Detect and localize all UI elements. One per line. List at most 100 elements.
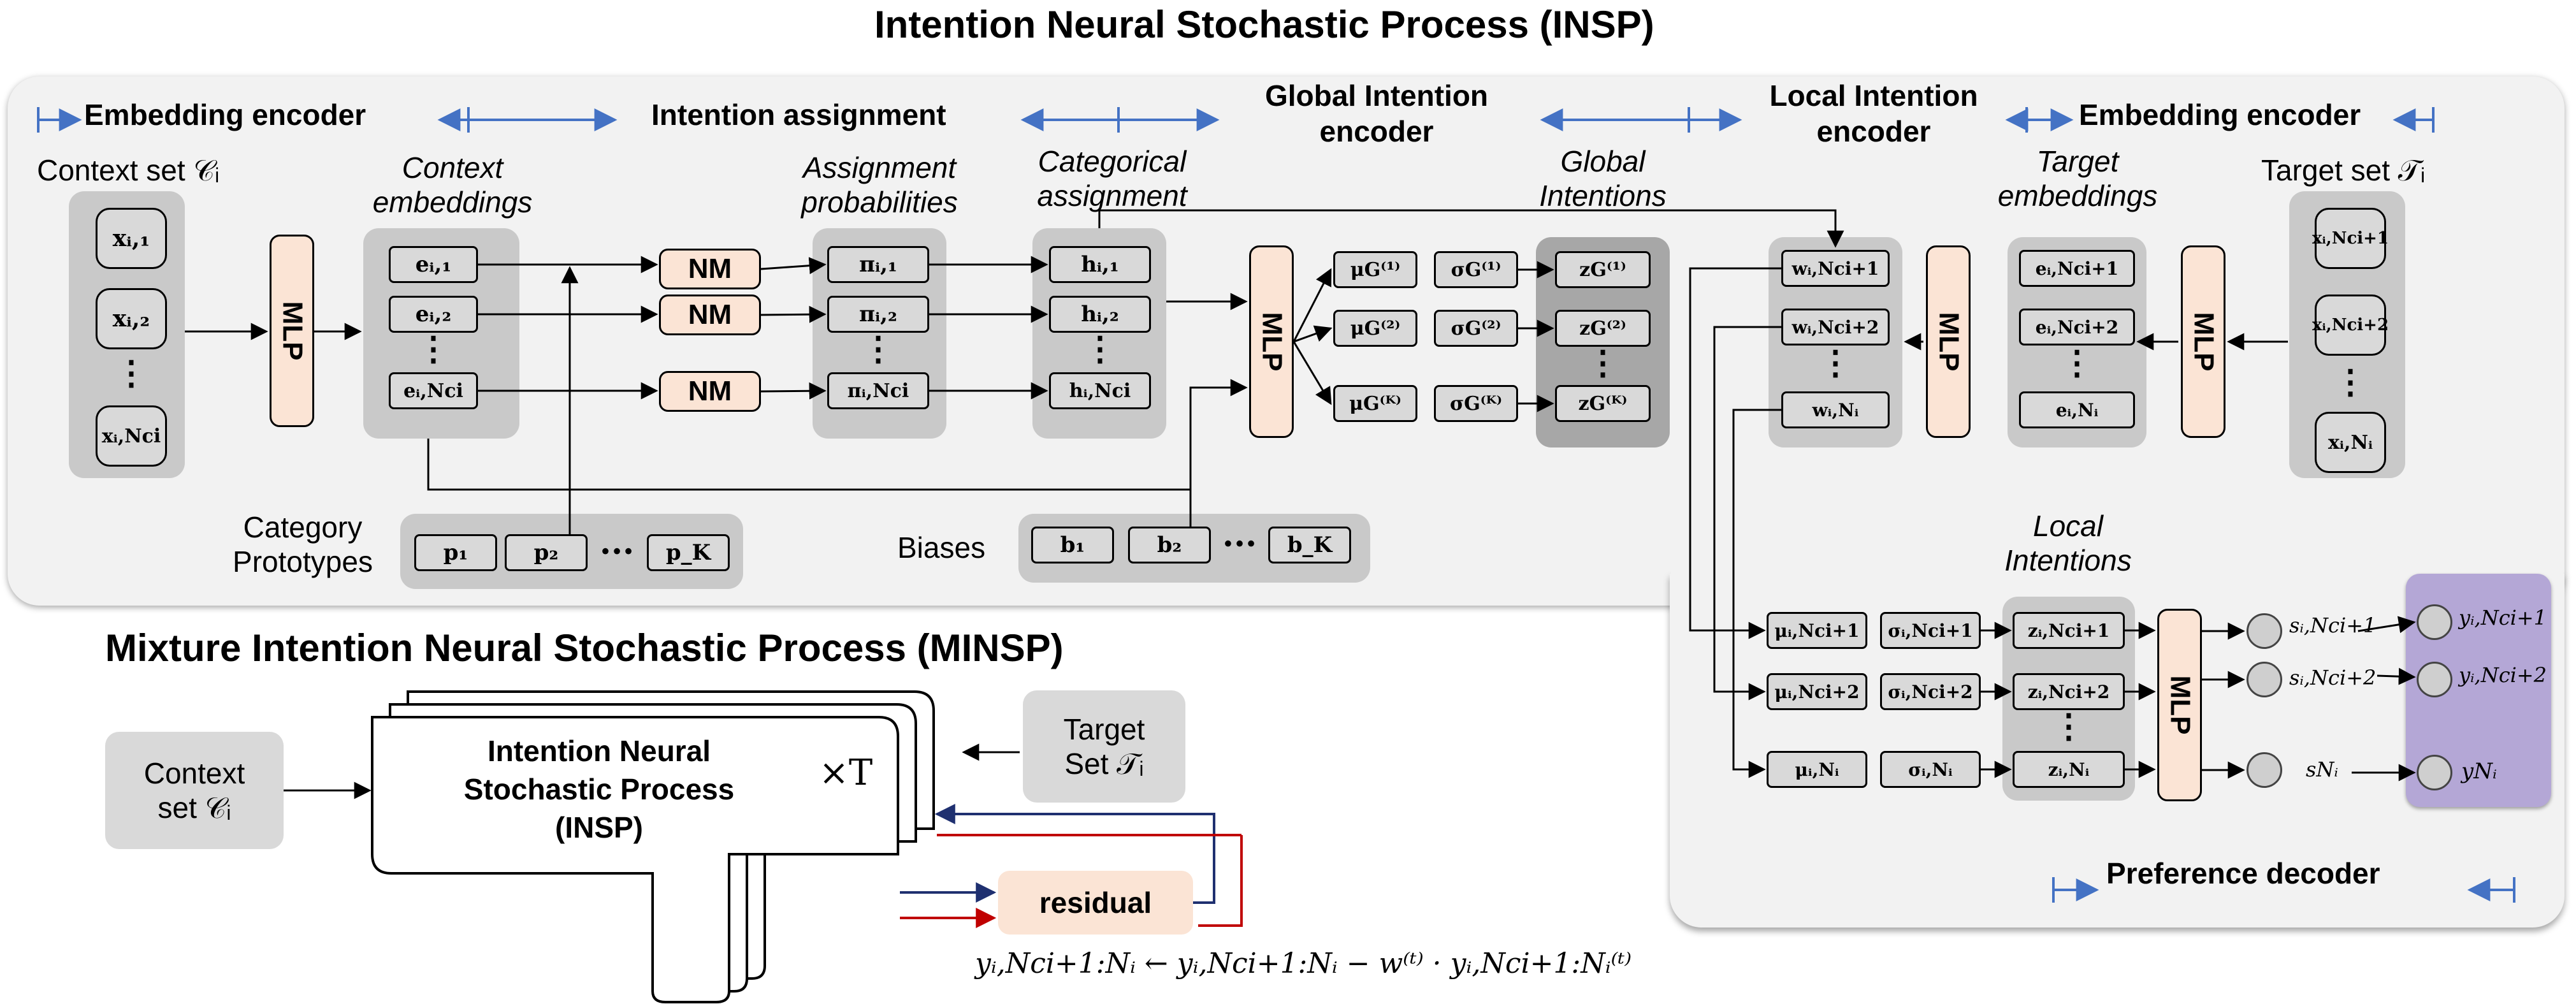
output-label-n: yNᵢ bbox=[2461, 759, 2497, 784]
cat-assign-ellipsis: ⋮ bbox=[1083, 330, 1117, 368]
mlp-context-encoder: MLP bbox=[270, 235, 314, 427]
local-sigma-2: σᵢ,Nci+2 bbox=[1880, 673, 1981, 710]
global-sigma-2: σG⁽²⁾ bbox=[1434, 310, 1518, 347]
target-item-2: xᵢ,Nci+2 bbox=[2312, 295, 2389, 356]
output-node-n bbox=[2417, 755, 2452, 790]
local-mu-n: μᵢ,Nᵢ bbox=[1767, 751, 1867, 788]
cat-assign-n: hᵢ,Nci bbox=[1049, 372, 1151, 409]
score-label-1: sᵢ,Nci+1 bbox=[2289, 613, 2377, 637]
label-target-set: Target set 𝒯ᵢ bbox=[2261, 154, 2426, 187]
nm-block-2: NM bbox=[659, 295, 761, 335]
score-node-n bbox=[2247, 752, 2282, 788]
context-embedding-n: eᵢ,Nci bbox=[389, 372, 478, 409]
nm-block-n: NM bbox=[659, 371, 761, 412]
local-mu-1: μᵢ,Nci+1 bbox=[1767, 612, 1867, 649]
biases-ellipsis: ··· bbox=[1222, 525, 1257, 564]
label-local-intentions: Local Intentions bbox=[2004, 509, 2132, 577]
assign-prob-n: πᵢ,Nci bbox=[827, 372, 929, 409]
section-embedding-encoder-left: Embedding encoder bbox=[84, 98, 366, 131]
label-target-embeddings: Target embeddings bbox=[1997, 145, 2158, 212]
context-embeddings-ellipsis: ⋮ bbox=[417, 330, 450, 368]
context-embedding-1: eᵢ,₁ bbox=[389, 246, 478, 283]
label-category-prototypes: Category Prototypes bbox=[233, 511, 373, 578]
label-context-set: Context set 𝒞ᵢ bbox=[37, 154, 220, 187]
mlp-target-encoder: MLP bbox=[2181, 245, 2225, 438]
output-node-2 bbox=[2417, 662, 2452, 697]
context-items-ellipsis: ⋮ bbox=[115, 354, 148, 393]
context-item-1: xᵢ,₁ bbox=[96, 208, 167, 269]
nm-block-1: NM bbox=[659, 249, 761, 289]
global-z-2: zG⁽²⁾ bbox=[1555, 310, 1651, 347]
target-embedding-1: eᵢ,Nci+1 bbox=[2019, 250, 2135, 287]
minsp-insp-label: Intention Neural Stochastic Process (INS… bbox=[463, 734, 735, 844]
target-embedding-2: eᵢ,Nci+2 bbox=[2019, 309, 2135, 346]
minsp-formula: yᵢ,Nci+1:Nᵢ ← yᵢ,Nci+1:Nᵢ − w⁽ᵗ⁾ · yᵢ,Nc… bbox=[975, 947, 1632, 980]
cat-assign-1: hᵢ,₁ bbox=[1049, 246, 1151, 283]
cat-assign-2: hᵢ,₂ bbox=[1049, 296, 1151, 333]
label-global-intentions: Global Intentions bbox=[1539, 145, 1667, 212]
global-mu-1: μG⁽¹⁾ bbox=[1333, 251, 1417, 288]
local-w-ellipsis: ⋮ bbox=[1819, 344, 1852, 382]
score-label-n: sNᵢ bbox=[2306, 757, 2338, 782]
label-assignment-probabilities: Assignment probabilities bbox=[801, 151, 958, 219]
target-embeddings-ellipsis: ⋮ bbox=[2060, 344, 2094, 382]
score-node-2 bbox=[2247, 662, 2282, 697]
local-w-1: wᵢ,Nci+1 bbox=[1781, 250, 1890, 287]
mlp-preference-decoder: MLP bbox=[2157, 609, 2202, 801]
local-z-2: zᵢ,Nci+2 bbox=[2013, 673, 2125, 710]
assign-prob-1: πᵢ,₁ bbox=[827, 246, 929, 283]
mlp-local-encoder: MLP bbox=[1926, 245, 1971, 438]
assign-probs-ellipsis: ⋮ bbox=[862, 330, 895, 368]
target-item-1: xᵢ,Nci+1 bbox=[2312, 208, 2389, 269]
bias-1: b₁ bbox=[1031, 527, 1114, 564]
target-embedding-n: eᵢ,Nᵢ bbox=[2019, 391, 2135, 428]
insp-title: Intention Neural Stochastic Process (INS… bbox=[874, 3, 1654, 46]
global-sigma-1: σG⁽¹⁾ bbox=[1434, 251, 1518, 288]
context-item-2: xᵢ,₂ bbox=[96, 288, 167, 349]
context-embedding-2: eᵢ,₂ bbox=[389, 296, 478, 333]
section-global-intention-encoder: Global Intention encoder bbox=[1264, 79, 1489, 148]
section-local-intention-encoder: Local Intention encoder bbox=[1769, 79, 1978, 148]
bias-2: b₂ bbox=[1128, 527, 1211, 564]
global-mu-2: μG⁽²⁾ bbox=[1333, 310, 1417, 347]
minsp-times-t: ×T bbox=[819, 752, 873, 794]
label-categorical-assignment: Categorical assignment bbox=[1037, 145, 1187, 212]
global-z-ellipsis: ⋮ bbox=[1586, 344, 1619, 382]
score-label-2: sᵢ,Nci+2 bbox=[2289, 666, 2377, 690]
local-z-1: zᵢ,Nci+1 bbox=[2013, 612, 2125, 649]
local-z-n: zᵢ,Nᵢ bbox=[2013, 751, 2125, 788]
minsp-title: Mixture Intention Neural Stochastic Proc… bbox=[105, 627, 1064, 669]
section-intention-assignment: Intention assignment bbox=[651, 98, 946, 131]
context-item-n: xᵢ,Nci bbox=[96, 405, 167, 467]
minsp-residual-box: residual bbox=[998, 871, 1193, 935]
local-w-n: wᵢ,Nᵢ bbox=[1781, 391, 1890, 428]
local-mu-2: μᵢ,Nci+2 bbox=[1767, 673, 1867, 710]
prototype-1: p₁ bbox=[414, 534, 497, 571]
label-context-embeddings: Context embeddings bbox=[372, 151, 533, 219]
minsp-target-box: Target Set 𝒯ᵢ bbox=[1023, 690, 1185, 803]
global-sigma-k: σG⁽ᴷ⁾ bbox=[1434, 385, 1518, 422]
local-sigma-1: σᵢ,Nci+1 bbox=[1880, 612, 1981, 649]
section-embedding-encoder-right: Embedding encoder bbox=[2079, 98, 2361, 131]
output-label-2: yᵢ,Nci+2 bbox=[2459, 663, 2547, 687]
prototype-2: p₂ bbox=[505, 534, 588, 571]
mlp-global-encoder: MLP bbox=[1249, 245, 1294, 438]
output-label-1: yᵢ,Nci+1 bbox=[2459, 606, 2547, 630]
global-z-k: zG⁽ᴷ⁾ bbox=[1555, 385, 1651, 422]
prototype-k: p_K bbox=[647, 534, 730, 571]
output-node-1 bbox=[2417, 604, 2452, 640]
target-items-ellipsis: ⋮ bbox=[2334, 363, 2367, 402]
label-biases: Biases bbox=[897, 531, 986, 564]
global-mu-k: μG⁽ᴷ⁾ bbox=[1333, 385, 1417, 422]
minsp-context-box: Context set 𝒞ᵢ bbox=[105, 732, 284, 849]
target-item-n: xᵢ,Nᵢ bbox=[2315, 412, 2386, 473]
score-node-1 bbox=[2247, 613, 2282, 649]
section-preference-decoder: Preference decoder bbox=[2106, 857, 2380, 890]
bias-k: b_K bbox=[1268, 527, 1351, 564]
local-z-ellipsis: ⋮ bbox=[2052, 707, 2085, 746]
local-w-2: wᵢ,Nci+2 bbox=[1781, 309, 1890, 346]
local-sigma-n: σᵢ,Nᵢ bbox=[1880, 751, 1981, 788]
assign-prob-2: πᵢ,₂ bbox=[827, 296, 929, 333]
